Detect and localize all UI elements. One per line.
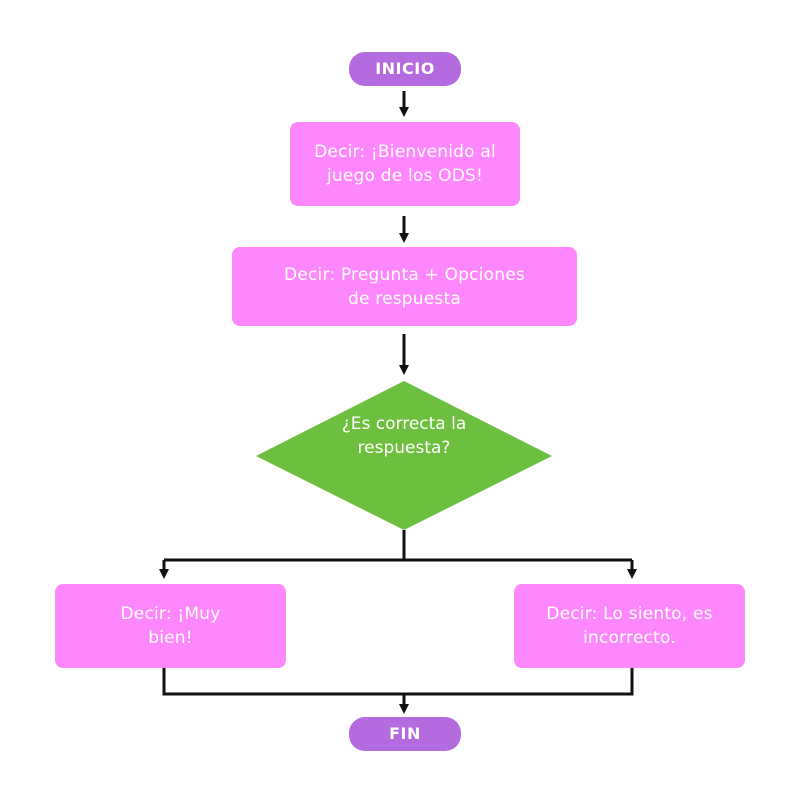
welcome-process-box: Decir: ¡Bienvenido al juego de los ODS! [290, 122, 520, 206]
connector-correct-to-merge [162, 668, 404, 696]
end-label: FIN [389, 724, 421, 743]
incorrect-label: Decir: Lo siento, es incorrecto. [546, 604, 713, 648]
incorrect-process-box: Decir: Lo siento, es incorrecto. [514, 584, 745, 668]
start-terminal: INICIO [349, 52, 461, 86]
start-label: INICIO [375, 59, 435, 78]
decision-label: ¿Es correcta la respuesta? [341, 414, 467, 458]
correct-label: Decir: ¡Muy bien! [120, 604, 221, 648]
question-label: Decir: Pregunta + Opciones de respuesta [284, 264, 525, 309]
end-terminal: FIN [349, 717, 461, 751]
welcome-label: Decir: ¡Bienvenido al juego de los ODS! [314, 142, 496, 186]
decision-diamond [256, 381, 552, 530]
question-process-box: Decir: Pregunta + Opciones de respuesta [232, 247, 577, 326]
connector-incorrect-to-merge [404, 668, 634, 696]
correct-process-box: Decir: ¡Muy bien! [55, 584, 286, 668]
